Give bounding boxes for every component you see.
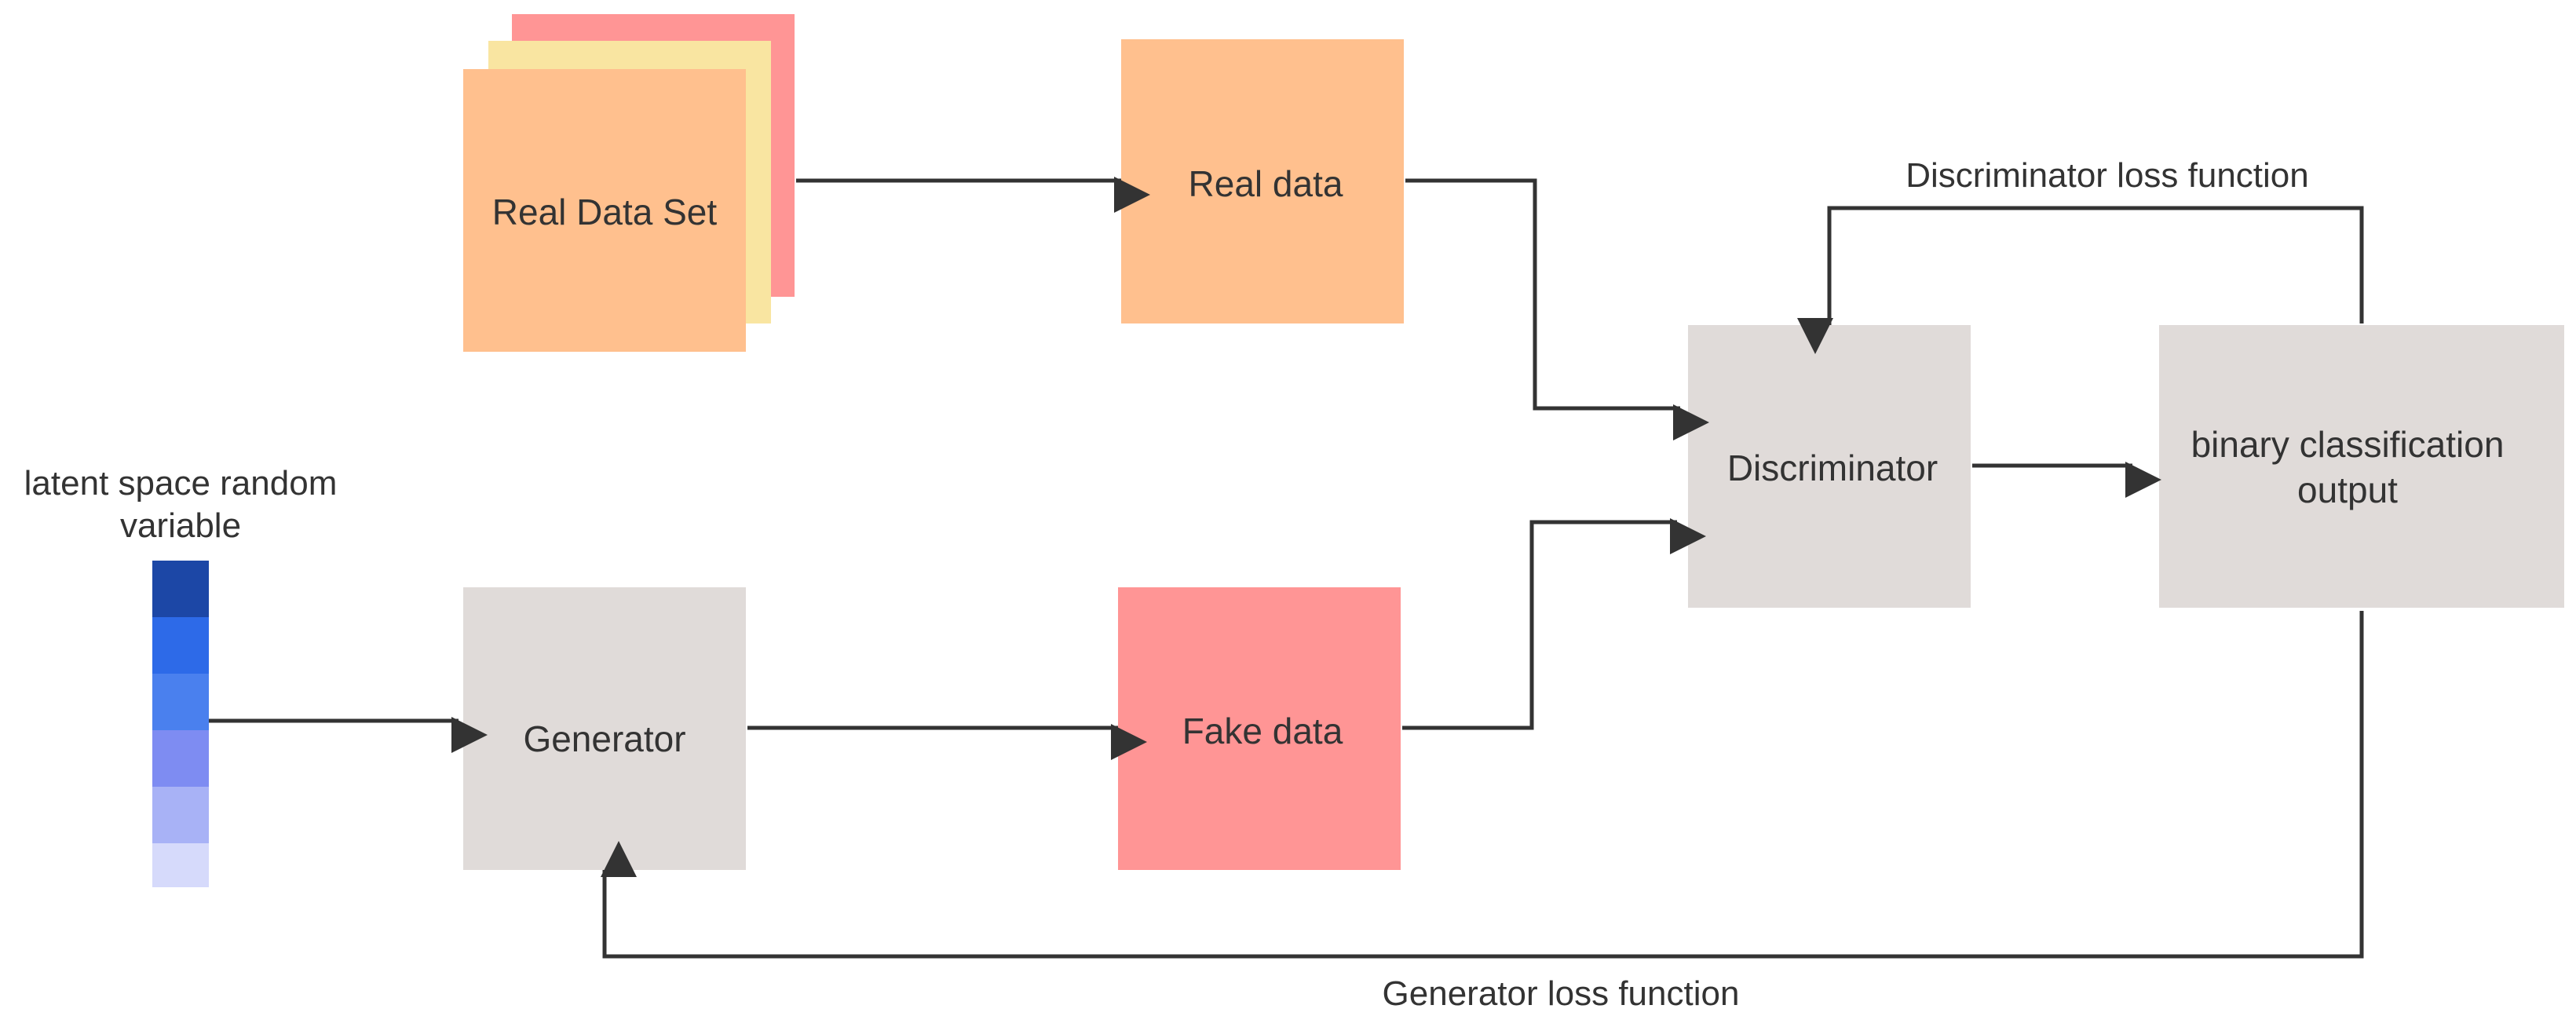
fake-data-node: Fake data xyxy=(1118,587,1401,870)
latent-variable-label-line2: variable xyxy=(120,506,241,545)
edge-discriminator-loss-feedback xyxy=(1797,206,2364,354)
stack-card-front xyxy=(463,69,746,352)
discriminator-label: Discriminator xyxy=(1727,448,1938,488)
discriminator-box xyxy=(1688,325,1971,608)
generator-box xyxy=(463,587,746,870)
edge-fake-data-to-discriminator xyxy=(1402,518,1706,730)
latent-cell-2 xyxy=(152,617,209,674)
real-data-node: Real data xyxy=(1121,39,1404,323)
edge-generator-loss-feedback xyxy=(601,611,2364,959)
latent-cell-3 xyxy=(152,674,209,730)
latent-cell-1 xyxy=(152,561,209,617)
real-data-box xyxy=(1121,39,1404,323)
discriminator-node: Discriminator xyxy=(1688,325,1971,608)
fake-data-box xyxy=(1118,587,1401,870)
latent-variable-node: latent space random variable xyxy=(24,464,338,887)
latent-cell-6 xyxy=(152,843,209,887)
output-label-line2: output xyxy=(2297,470,2398,510)
generator-label: Generator xyxy=(523,718,685,759)
discriminator-loss-label: Discriminator loss function xyxy=(1906,156,2309,195)
latent-cell-5 xyxy=(152,787,209,843)
fake-data-label: Fake data xyxy=(1182,711,1343,751)
output-label-line1: binary classification xyxy=(2191,424,2505,465)
real-data-set-stack: Real Data Set xyxy=(463,14,795,352)
output-box xyxy=(2159,325,2564,608)
latent-cell-4 xyxy=(152,730,209,787)
edge-real-data-to-discriminator xyxy=(1405,178,1709,440)
generator-node: Generator xyxy=(463,587,746,870)
real-data-label: Real data xyxy=(1189,163,1343,204)
generator-loss-label: Generator loss function xyxy=(1383,974,1740,1013)
real-data-set-label: Real Data Set xyxy=(492,192,718,232)
output-node: binary classification output xyxy=(2159,325,2564,608)
latent-variable-label-line1: latent space random xyxy=(24,464,338,503)
